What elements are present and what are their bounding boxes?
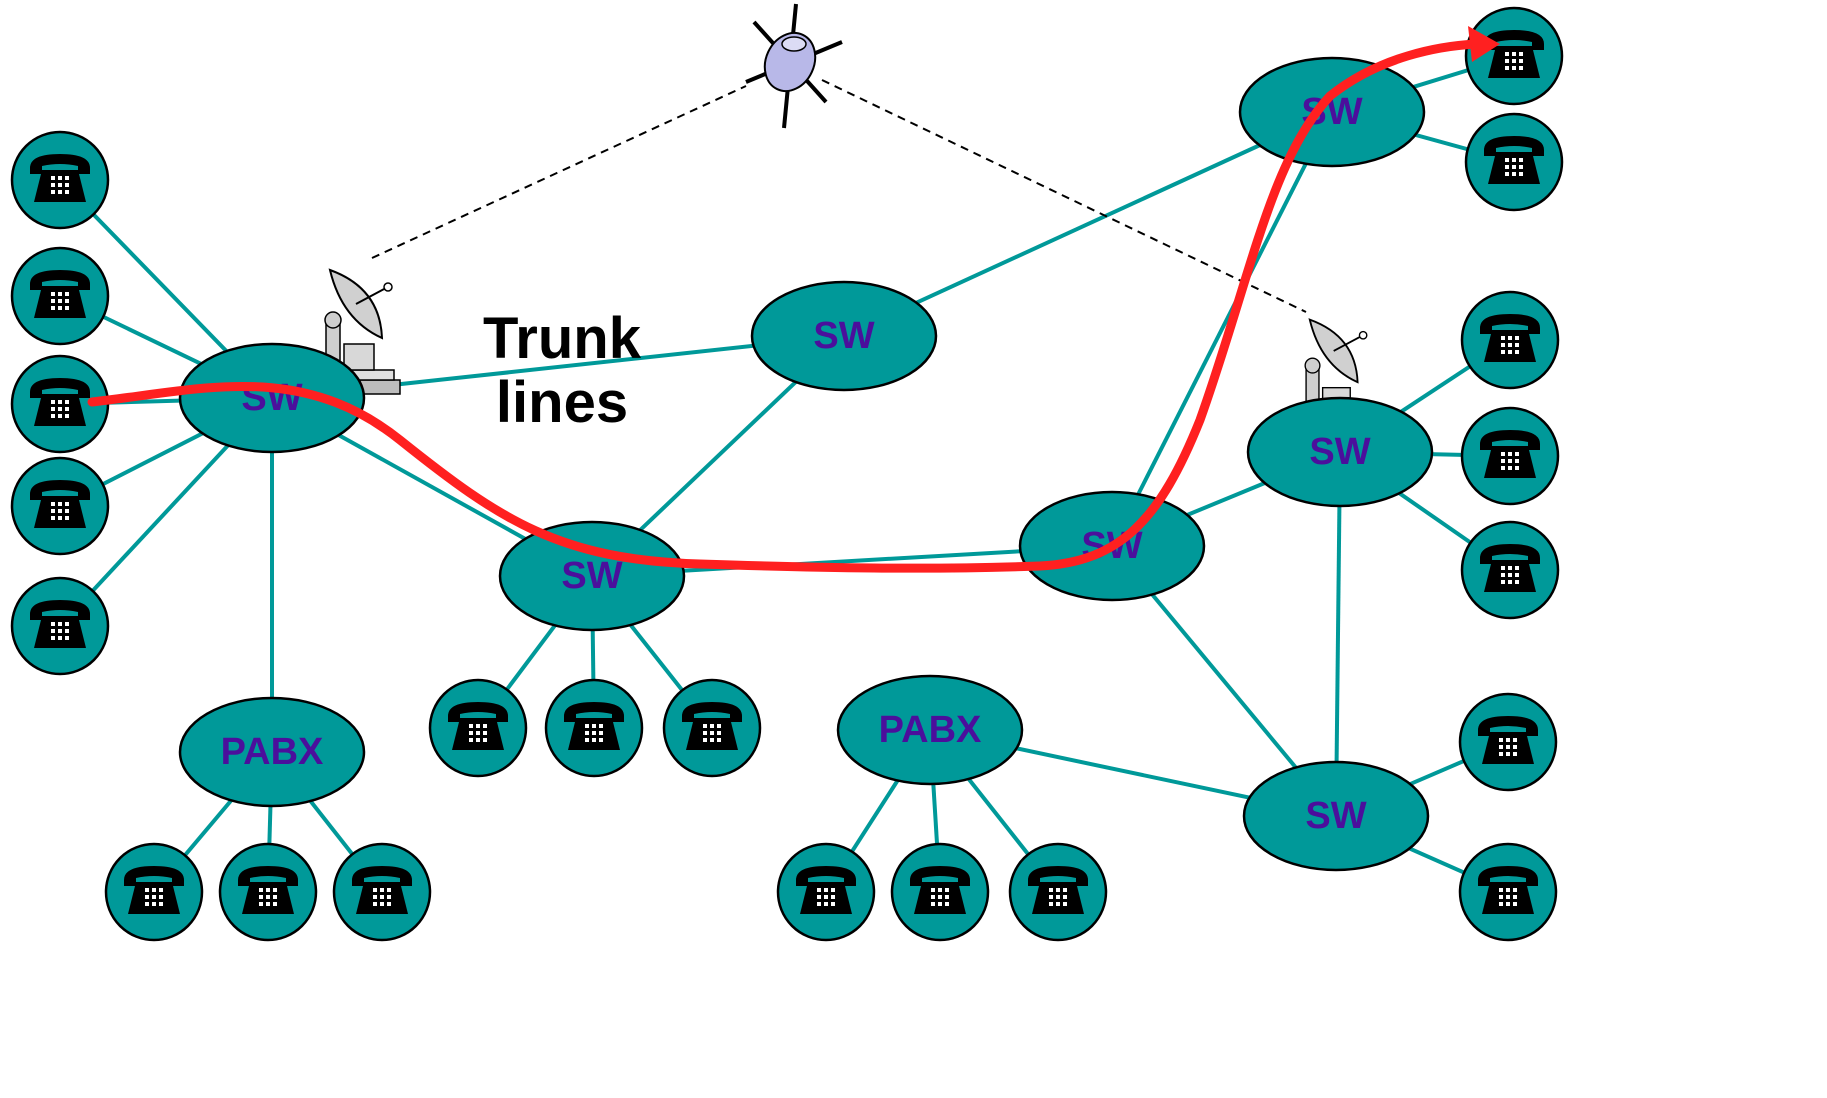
satellite-uplink — [371, 85, 747, 259]
telephone-icon — [10, 576, 110, 676]
switch-sw7: SW — [1242, 760, 1430, 872]
telephone-icon — [544, 678, 644, 778]
telephone-icon — [1464, 6, 1564, 106]
telephone-icon — [428, 678, 528, 778]
telephone-icon — [218, 842, 318, 942]
switch-sw1: SW — [178, 342, 366, 454]
telephone-icon — [1460, 406, 1560, 506]
trunk-label-line1: Trunk — [483, 306, 642, 371]
trunk-lines-label: Trunk lines — [483, 306, 642, 435]
trunk-link — [843, 110, 1333, 338]
telephone-icon — [10, 246, 110, 346]
telephone-icon — [10, 456, 110, 556]
node-label: PABX — [221, 731, 324, 773]
node-label: SW — [561, 555, 622, 597]
telephone-icon — [10, 130, 110, 230]
telephone-icon — [332, 842, 432, 942]
telephone-icon — [776, 842, 876, 942]
switch-sw3: SW — [498, 520, 686, 632]
satellite-icon — [745, 3, 843, 129]
node-label: SW — [1309, 431, 1370, 473]
telephone-icon — [1458, 692, 1558, 792]
telephone-icon — [1464, 112, 1564, 212]
telephone-icon — [1008, 842, 1108, 942]
trunk-label-line2: lines — [496, 370, 628, 435]
telephone-icon — [662, 678, 762, 778]
trunk-link — [1334, 451, 1342, 817]
node-label: SW — [813, 315, 874, 357]
satellite-downlink — [821, 79, 1307, 313]
telephone-icon — [890, 842, 990, 942]
switch-sw5: SW — [1238, 56, 1426, 168]
telephone-icon — [1458, 842, 1558, 942]
node-label: PABX — [879, 709, 982, 751]
telephone-icon — [1460, 290, 1560, 390]
switch-sw6: SW — [1246, 396, 1434, 508]
node-label: SW — [1305, 795, 1366, 837]
pabx-2: PABX — [836, 674, 1024, 786]
trunk-link — [1110, 111, 1334, 547]
telephones — [10, 6, 1564, 942]
satellite-links — [371, 79, 1307, 313]
call-route-path — [87, 39, 1481, 573]
arrow-head-icon — [1468, 26, 1500, 62]
telephone-icon — [1460, 520, 1560, 620]
pabx-1: PABX — [178, 696, 366, 808]
telephone-icon — [104, 842, 204, 942]
switch-sw2: SW — [750, 280, 938, 392]
